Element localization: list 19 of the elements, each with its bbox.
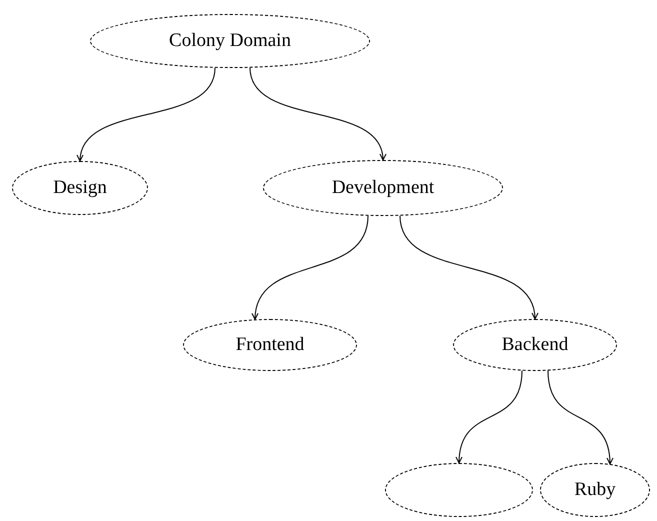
node-label: Colony Domain	[169, 30, 291, 52]
arrow	[400, 215, 538, 320]
dashed-ellipse	[540, 463, 650, 517]
node-label: Development	[332, 177, 434, 199]
node-label: Backend	[502, 334, 568, 356]
dashed-ellipse	[90, 14, 370, 68]
dashed-ellipse	[12, 161, 148, 215]
dashed-ellipse	[453, 319, 617, 371]
arrow	[250, 67, 386, 160]
dashed-ellipse	[385, 463, 533, 517]
arrow	[252, 215, 368, 320]
dashed-ellipse	[183, 319, 357, 371]
arrow	[456, 370, 522, 464]
arrow	[548, 370, 613, 465]
node-label: Frontend	[236, 334, 304, 356]
node-label: Design	[53, 177, 107, 199]
arrow	[78, 67, 216, 162]
node-label: Ruby	[574, 479, 616, 501]
dashed-ellipse	[263, 160, 503, 216]
